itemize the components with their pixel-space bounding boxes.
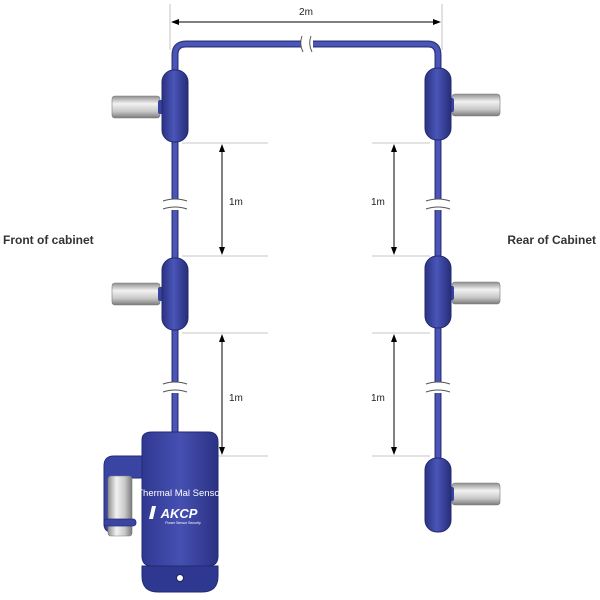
front-segment-1-label: 1m [229,197,243,208]
cylinder-probe-icon [111,282,161,306]
front-sensor-1 [111,69,189,143]
cable-break-icon [162,381,188,393]
sensor-node-icon [161,257,189,331]
rear-segment-2-label: 1m [371,393,385,404]
brand-logo: AKCP [160,506,198,521]
rear-sensor-2 [424,255,501,329]
sensor-node-icon [161,69,189,143]
sensor-node-icon [424,67,452,141]
arrow-head [391,447,397,455]
front-segment-2-label: 1m [229,393,243,404]
dimension-arrows [171,19,441,455]
cable-breaks [162,35,451,393]
front-sensor-2 [111,257,189,331]
cable-break-icon [300,35,313,53]
cable-break-icon [162,198,188,210]
brand-tagline: Power Sensor Security [165,521,201,525]
cylinder-probe-icon [451,93,501,117]
rear-of-cabinet-label: Rear of Cabinet [507,233,596,247]
front-of-cabinet-label: Front of cabinet [3,233,94,247]
cable-outline [171,40,442,474]
arrow-head [219,447,225,455]
rear-sensor-1 [424,67,501,141]
arrow-head [219,144,225,152]
arrow-head [171,19,179,25]
cable-break-icon [425,198,451,210]
mounting-hole-icon [176,574,184,582]
guide-lines [169,4,443,457]
device-title: Thermal Mal Sensor [137,488,223,499]
sensor-housing [141,431,219,567]
cylinder-probe-icon [451,482,501,506]
sensor-cable [171,40,442,474]
rear-sensor-3 [424,457,501,533]
cylinder-probe-icon [111,95,161,119]
brand-slash-icon [149,506,156,519]
cylinder-probe-icon [451,281,501,305]
width-dimension-label: 2m [299,7,313,18]
sensor-node-icon [424,255,452,329]
arrow-head [219,247,225,255]
arrow-head [391,144,397,152]
arrow-head [391,334,397,342]
sensor-node-icon [424,457,452,533]
thermal-sensor-unit: Thermal Mal Sensor AKCP Power Sensor Sec… [103,431,223,593]
cylinder-probe-icon [107,475,133,537]
arrow-head [391,247,397,255]
arrow-head [433,19,441,25]
cable-break-icon [425,381,451,393]
arrow-head [219,334,225,342]
cable-body [172,41,441,473]
rear-segment-1-label: 1m [371,197,385,208]
